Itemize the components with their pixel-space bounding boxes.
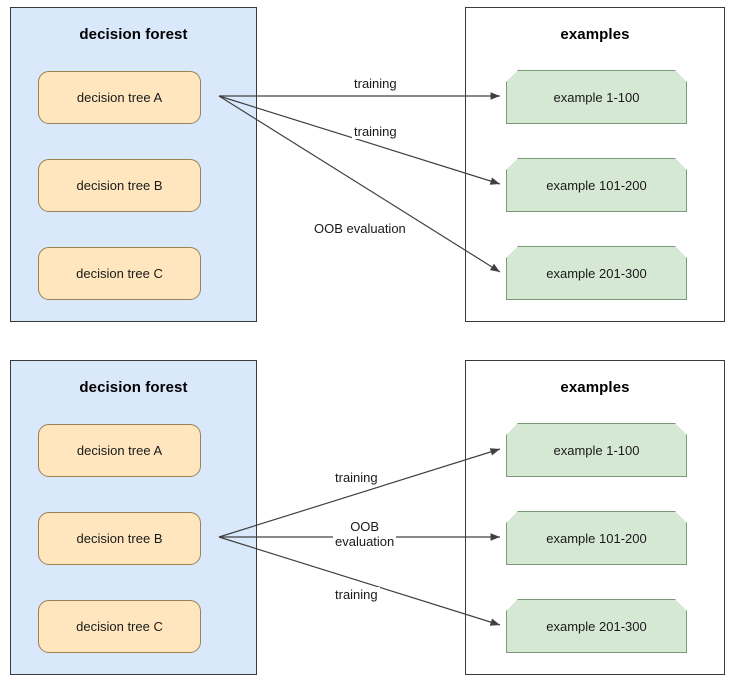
example-box-101-200-label: example 101-200 [546,177,647,193]
example-box-1-100-2-label: example 1-100 [553,442,640,458]
panel-title-examples: examples [560,26,630,43]
tree-box-b-2[interactable]: decision tree B [38,512,201,565]
edge-label-oob-evaluation-2: OOB evaluation [333,519,397,549]
edge-label-oob-evaluation: OOB evaluation [312,221,408,236]
tree-box-b-2-label: decision tree B [76,531,163,546]
edge-label-training-3: training [333,470,380,485]
tree-box-c[interactable]: decision tree C [38,247,201,300]
decision-forest-panel-2: decision forest decision tree A decision… [10,360,257,675]
examples-panel-2: examples example 1-100 example 101-200 e… [465,360,725,675]
diagram-top: decision forest decision tree A decision… [10,7,725,322]
panel-title-decision-forest-2: decision forest [79,379,188,396]
example-box-101-200[interactable]: example 101-200 [506,158,687,212]
example-box-1-100-label: example 1-100 [553,89,640,105]
arrow-tree-a-to-example-201-300 [218,95,501,273]
panel-title-examples-2: examples [560,379,630,396]
tree-box-a-label: decision tree A [76,90,163,105]
edge-label-training-1: training [352,76,399,91]
arrow-tree-a-to-example-101-200 [218,95,501,185]
tree-box-b[interactable]: decision tree B [38,159,201,212]
decision-forest-panel: decision forest decision tree A decision… [10,7,257,322]
example-box-201-300-label: example 201-300 [546,265,647,281]
tree-box-b-label: decision tree B [76,178,163,193]
example-box-201-300-2[interactable]: example 201-300 [506,599,687,653]
tree-box-c-2-label: decision tree C [76,619,163,634]
diagram-bottom: decision forest decision tree A decision… [0,343,737,685]
example-box-201-300[interactable]: example 201-300 [506,246,687,300]
examples-panel: examples example 1-100 example 101-200 e… [465,7,725,322]
tree-box-a-2-label: decision tree A [76,443,163,458]
tree-box-a-2[interactable]: decision tree A [38,424,201,477]
tree-box-c-label: decision tree C [76,266,163,281]
tree-box-a[interactable]: decision tree A [38,71,201,124]
arrow-tree-b-to-example-201-300 [218,536,501,626]
example-box-101-200-2[interactable]: example 101-200 [506,511,687,565]
edge-label-training-4: training [333,587,380,602]
example-box-1-100-2[interactable]: example 1-100 [506,423,687,477]
edge-label-training-2: training [352,124,399,139]
tree-box-c-2[interactable]: decision tree C [38,600,201,653]
example-box-201-300-2-label: example 201-300 [546,618,647,634]
panel-title-decision-forest: decision forest [79,26,188,43]
example-box-1-100[interactable]: example 1-100 [506,70,687,124]
example-box-101-200-2-label: example 101-200 [546,530,647,546]
edge-label-oob-line2: evaluation [335,534,395,549]
edge-label-oob-line1: OOB [350,519,380,534]
